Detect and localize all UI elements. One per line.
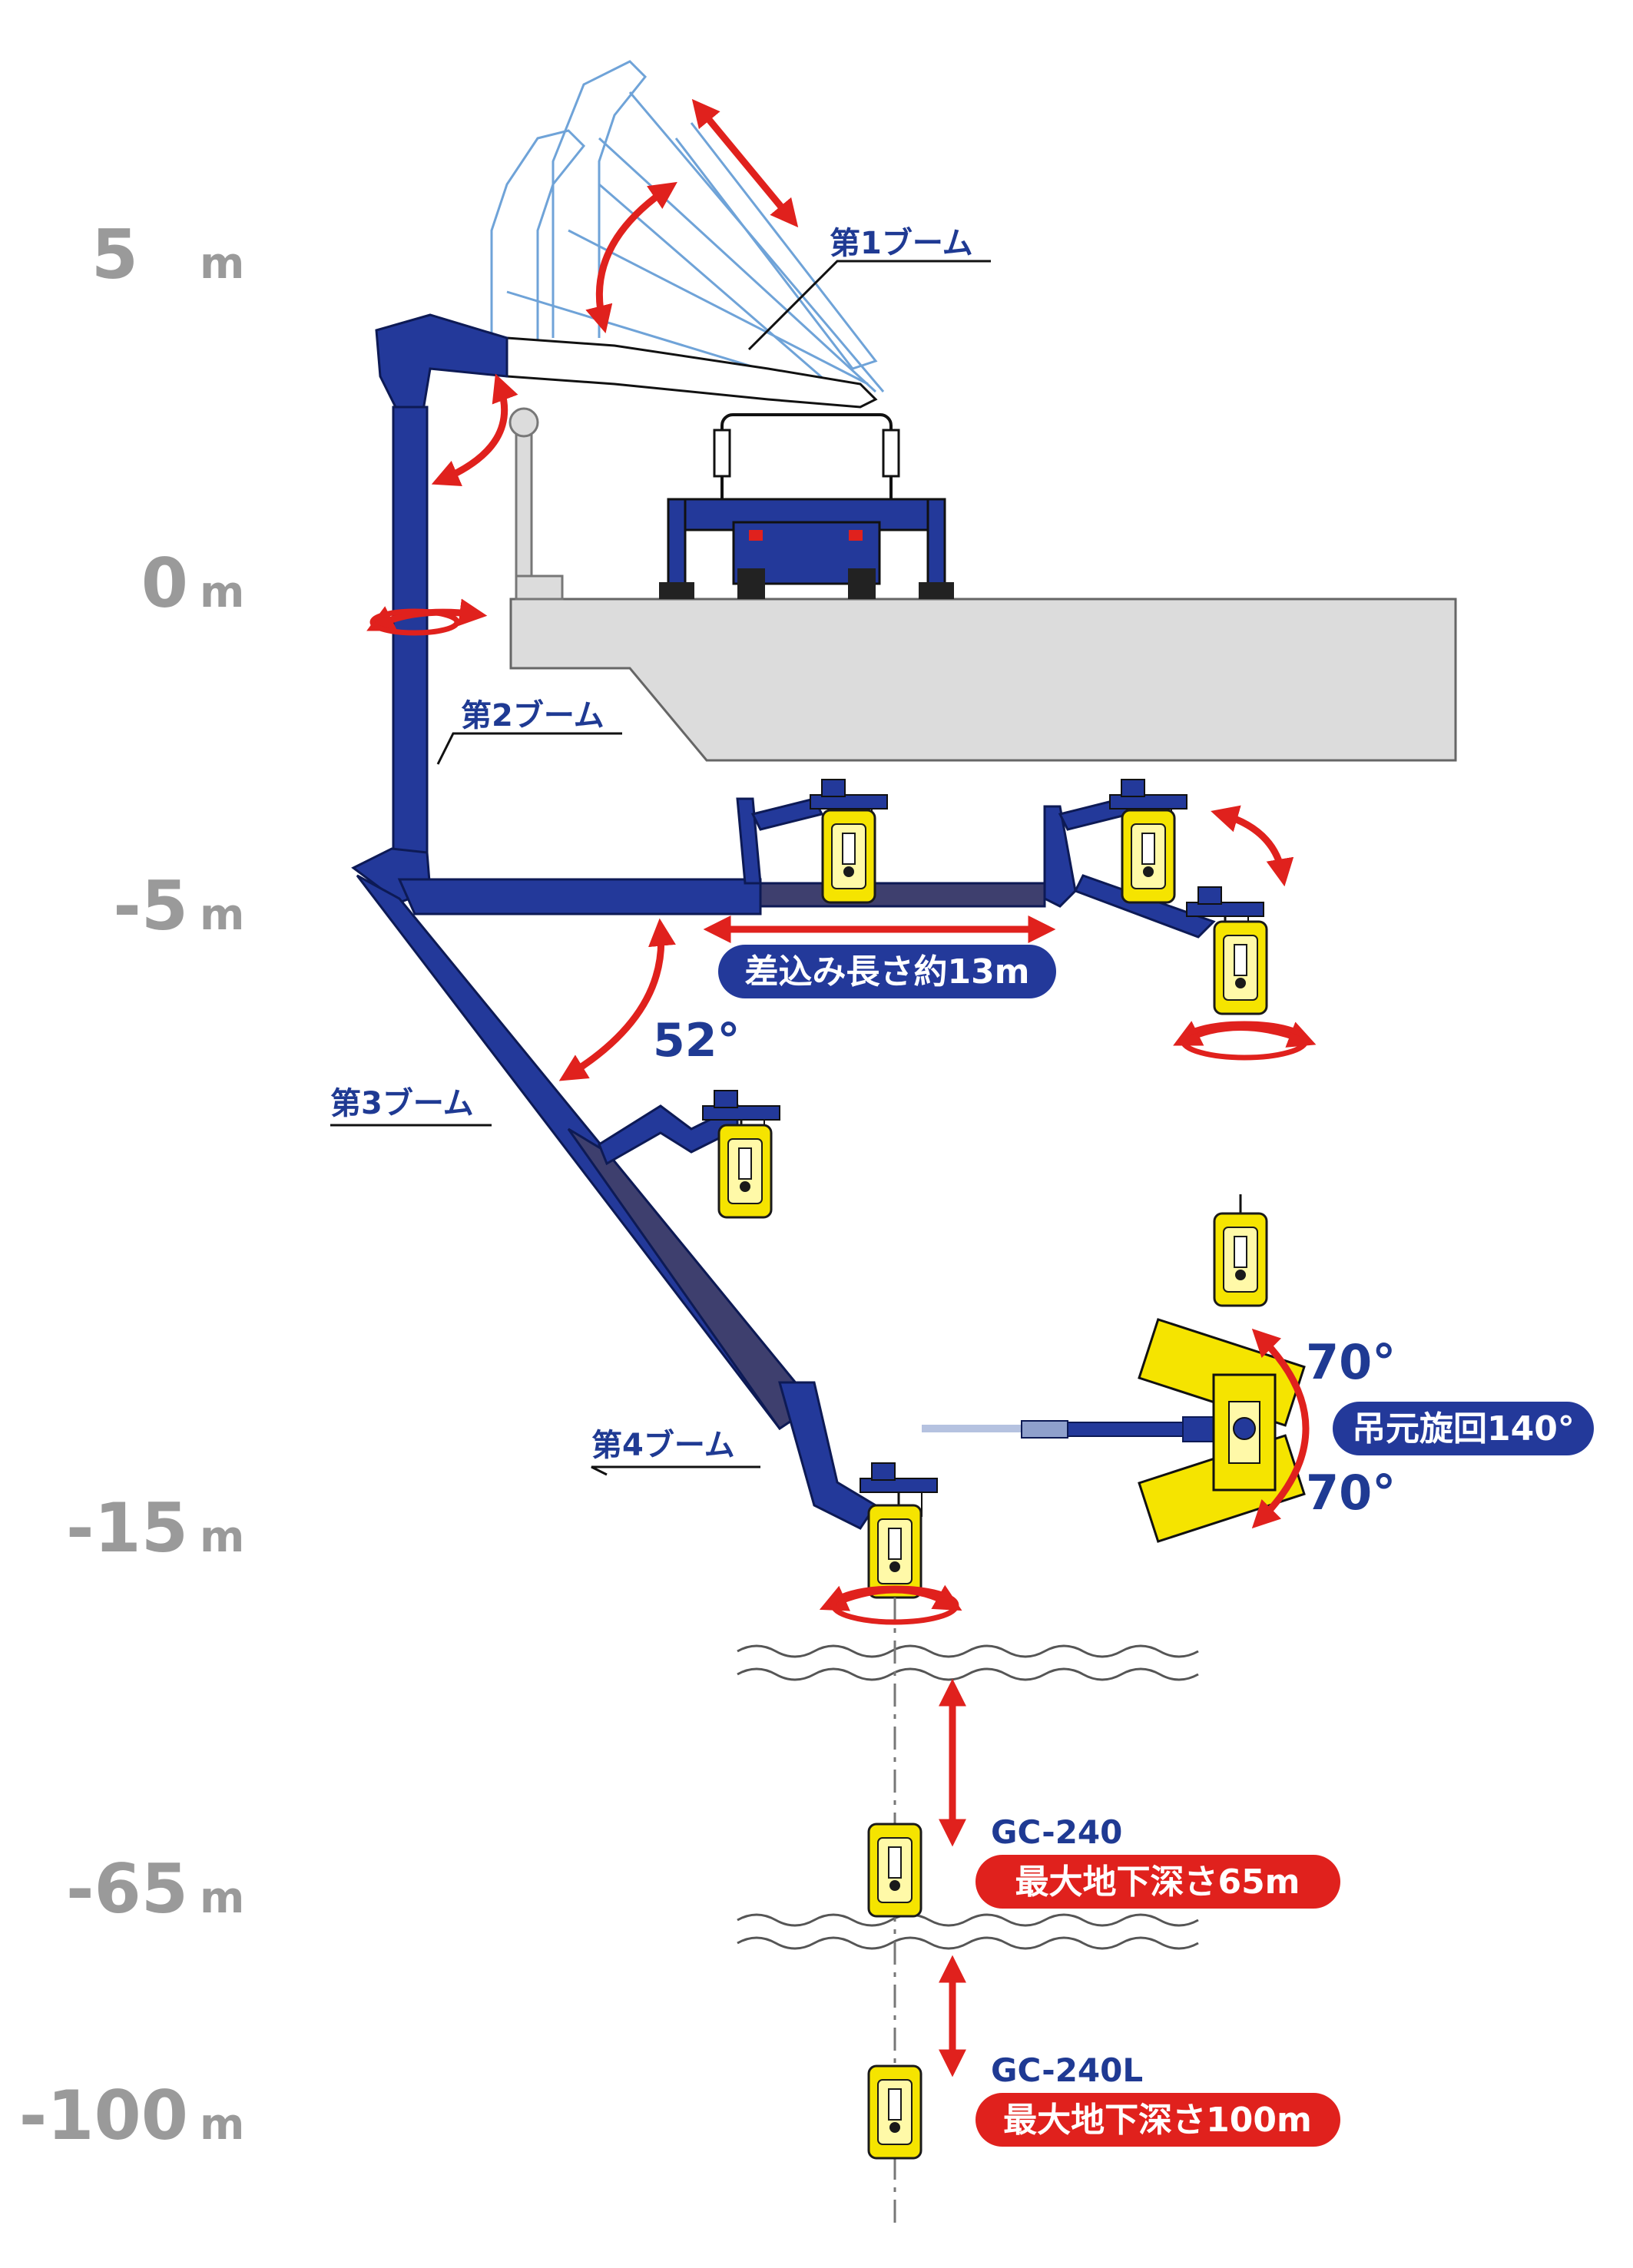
camera-unit-6 bbox=[859, 1462, 939, 1599]
depth-label-minus100: -100 bbox=[19, 2076, 188, 2155]
max-depth-100-label: 最大地下深さ100m bbox=[1003, 2101, 1312, 2140]
boom3-label: 第3ブーム bbox=[330, 1086, 474, 1121]
camera-model-gc240l: GC-240L bbox=[991, 2051, 1143, 2089]
depth-label-0: 0 bbox=[141, 544, 188, 623]
boom2-label: 第2ブーム bbox=[461, 698, 605, 733]
rotation-angle-bottom: 70° bbox=[1306, 1465, 1396, 1521]
camera-model-gc240: GC-240 bbox=[991, 1813, 1122, 1851]
leader-lines bbox=[330, 260, 991, 1476]
max-depth-65-label: 最大地下深さ65m bbox=[1015, 1862, 1300, 1902]
max-depth-65-pill-bg bbox=[975, 1855, 1340, 1909]
rotation-ellipses bbox=[369, 608, 1309, 1625]
boom1 bbox=[505, 336, 878, 409]
boom4-label: 第4ブーム bbox=[591, 1428, 735, 1463]
boom-angle-label: 52° bbox=[653, 1014, 740, 1068]
boom1-label: 第1ブーム bbox=[830, 226, 973, 261]
camera-unit-1 bbox=[809, 778, 889, 904]
depth-label-minus15: -15 bbox=[66, 1488, 188, 1568]
depth-unit-0: m bbox=[200, 568, 244, 617]
deep-camera-100 bbox=[867, 2064, 922, 2160]
camera-unit-4 bbox=[701, 1089, 781, 1219]
boom-system bbox=[351, 313, 1046, 1530]
motion-arrows bbox=[366, 98, 1317, 2078]
depth-scale: 5 m 0 m -5 m -15 m -65 m -100 m bbox=[19, 215, 245, 2155]
rotation-pill-bg bbox=[1333, 1402, 1594, 1455]
depth-unit-5: m bbox=[200, 239, 244, 289]
depth-unit-minus5: m bbox=[200, 890, 244, 940]
depth-label-minus65: -65 bbox=[66, 1849, 188, 1929]
guard-rail bbox=[508, 407, 564, 601]
camera-unit-5 bbox=[1213, 1194, 1268, 1307]
depth-break-lines bbox=[737, 1644, 1199, 1950]
insertion-pill-bg bbox=[718, 945, 1056, 998]
depth-unit-minus100: m bbox=[200, 2100, 244, 2150]
rotation-angle-top: 70° bbox=[1306, 1334, 1396, 1390]
insertion-length-label: 差込み長さ約13m bbox=[744, 952, 1029, 992]
depth-label-minus5: -5 bbox=[113, 866, 188, 945]
deep-camera-65 bbox=[867, 1823, 922, 1918]
camera-unit-3 bbox=[1185, 886, 1268, 1015]
max-depth-100-pill-bg bbox=[975, 2093, 1340, 2147]
camera-unit-2 bbox=[1108, 778, 1188, 904]
bridge-deck bbox=[509, 598, 1457, 762]
depth-label-5: 5 bbox=[91, 215, 138, 294]
depth-unit-minus65: m bbox=[200, 1873, 244, 1923]
rotation-label: 吊元旋回140° bbox=[1352, 1409, 1575, 1449]
rotation-head bbox=[922, 1318, 1306, 1543]
inspection-truck bbox=[659, 413, 954, 599]
depth-unit-minus15: m bbox=[200, 1512, 244, 1562]
